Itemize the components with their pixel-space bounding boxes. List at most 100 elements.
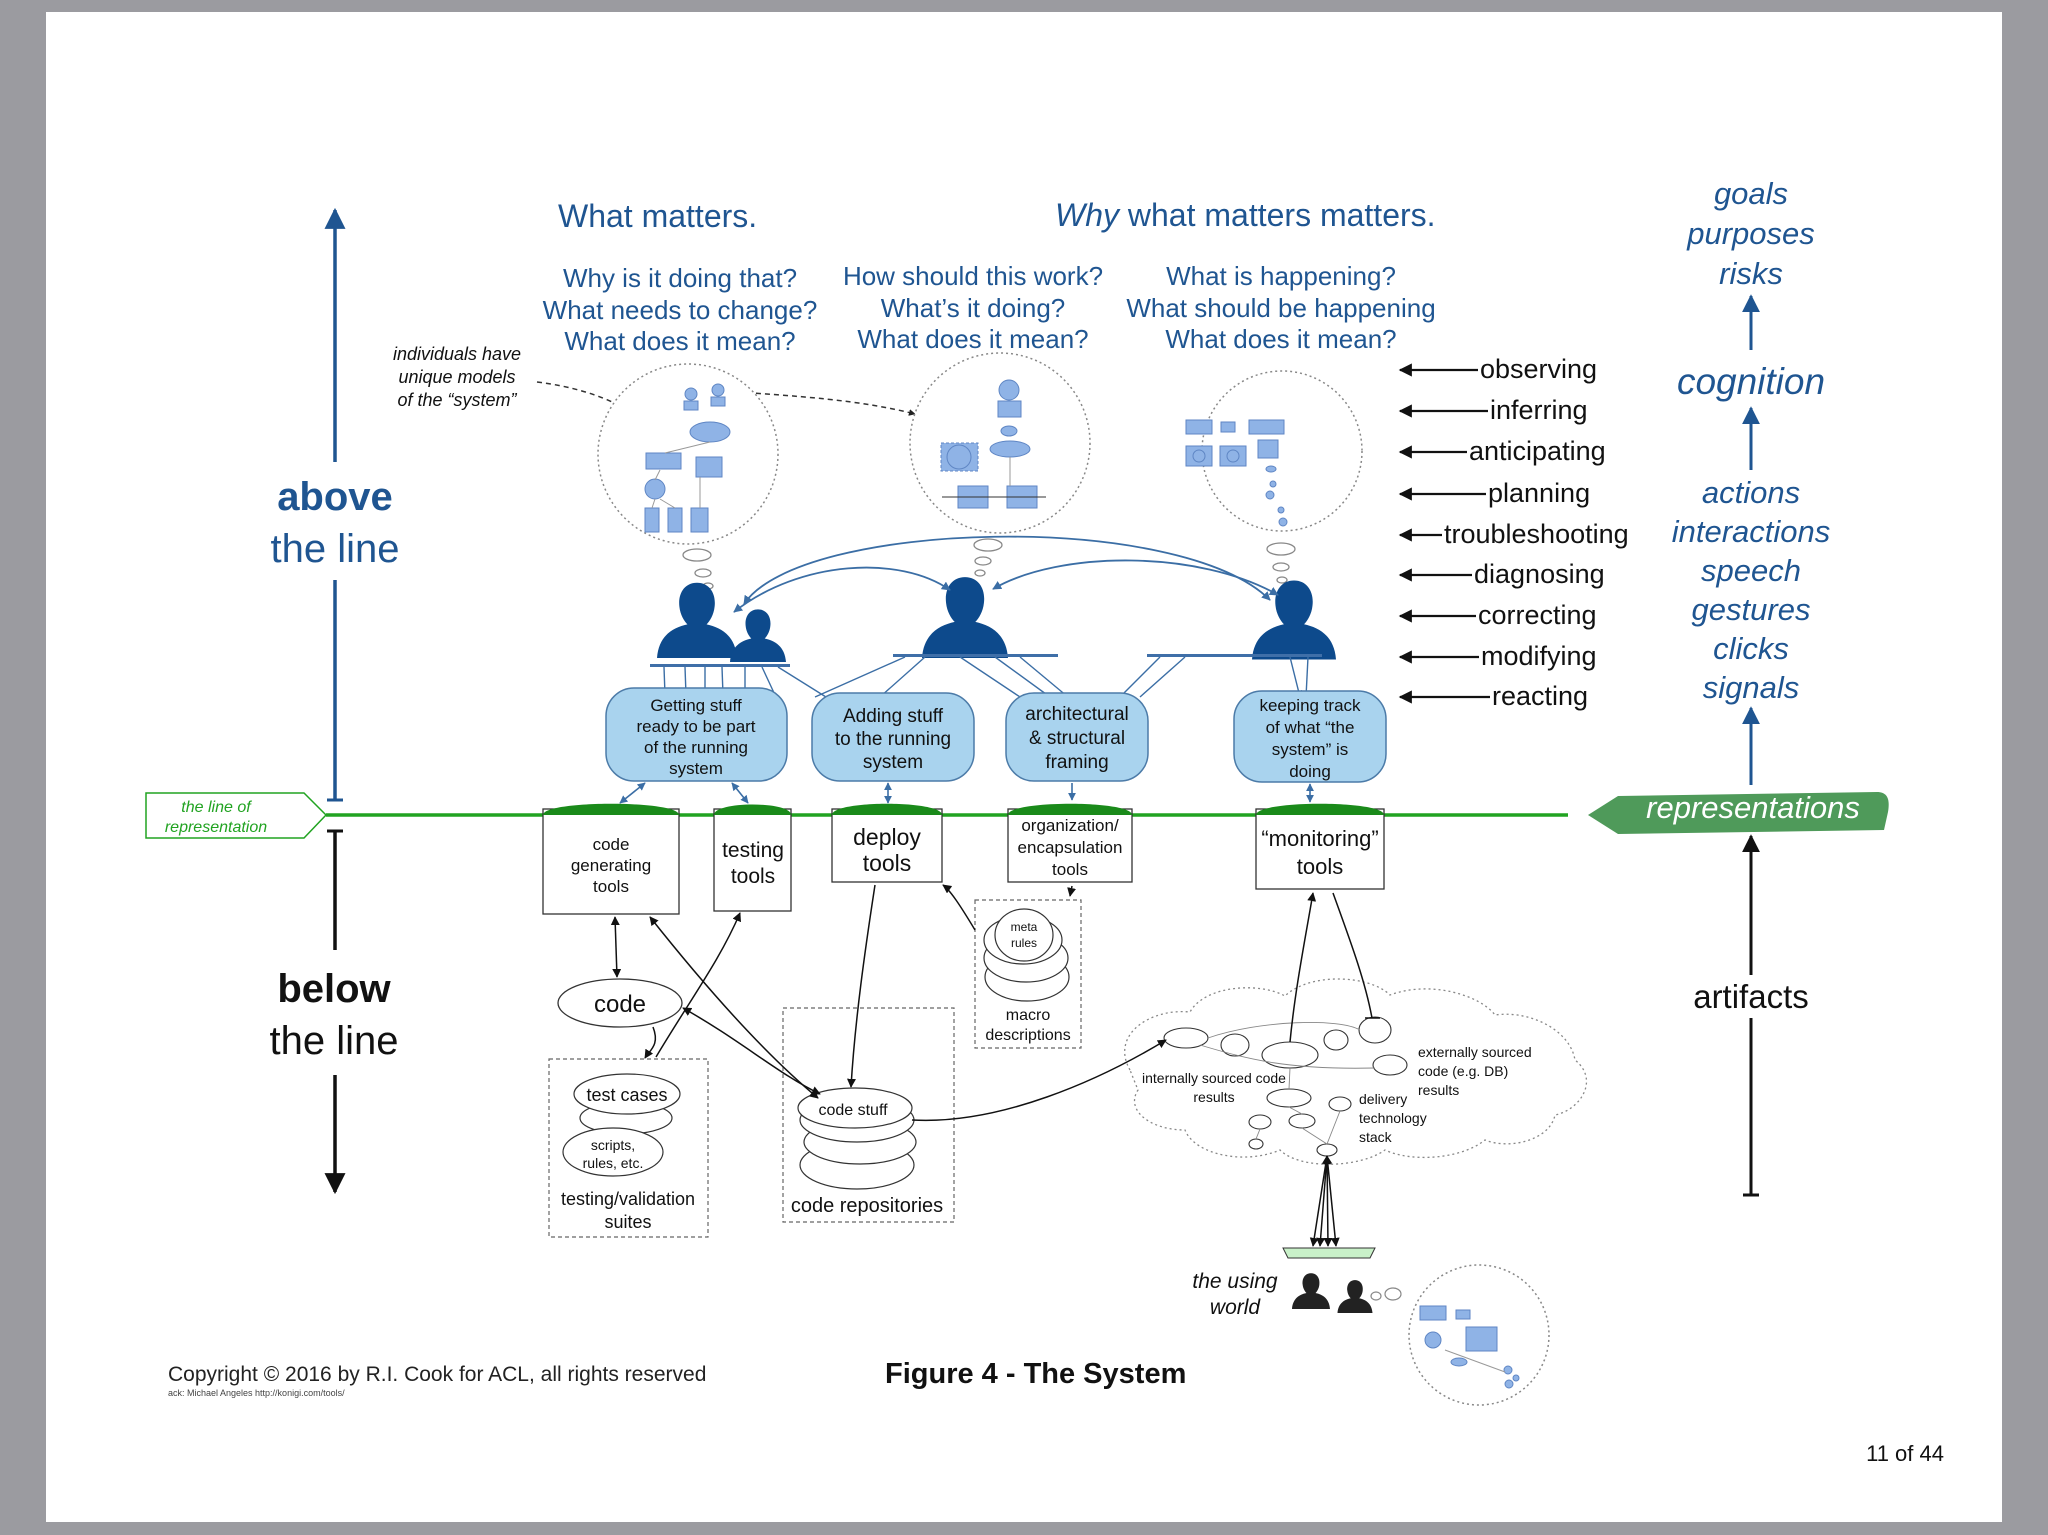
above-the-line-label: the line [271,527,400,571]
box-line: system [669,759,723,778]
individuals-note: individuals have unique models of the “s… [393,344,521,410]
box-line: & structural [1029,728,1125,749]
question-line: What needs to change? [543,295,818,325]
tool-line: deploy [853,824,921,850]
activity-diagnosing: diagnosing [1474,559,1605,589]
scripts-label: rules, etc. [583,1155,644,1171]
box-line: framing [1045,752,1108,773]
figure-title: Figure 4 - The System [885,1358,1186,1390]
above-label: above [277,475,393,519]
execution-cloud [1124,978,1588,1165]
word-clicks: clicks [1713,631,1789,666]
activity-observing: observing [1480,354,1597,384]
activity-modifying: modifying [1481,641,1597,671]
tool-line: tools [1297,854,1343,879]
activity-box-adding-stuff: Adding stuff to the running system [811,692,975,782]
box-line: ready to be part [636,717,755,736]
macro-label: descriptions [985,1027,1070,1044]
box-line: system [863,752,923,773]
question-line: What does it mean? [564,326,795,356]
meta-rules-label: rules [1011,936,1037,950]
word-risks: risks [1719,256,1783,291]
question-line: What’s it doing? [881,293,1066,323]
question-line: What is happening? [1166,261,1396,291]
word-purposes: purposes [1686,216,1815,251]
external-label: code (e.g. DB) [1418,1063,1508,1079]
tool-line: organization/ [1021,816,1119,835]
code-repositories-box [782,1007,955,1223]
execution-nodes [1163,1016,1408,1157]
tool-line: tools [1052,860,1088,879]
question-line: What should be happening [1126,293,1435,323]
user-icon [1292,1273,1330,1309]
tool-deploy: deploy tools [831,803,943,883]
word-representations: representations [1646,790,1860,825]
tool-line: generating [571,856,651,875]
activity-box-architectural-framing: architectural & structural framing [1005,692,1149,782]
note-line: of the “system” [397,390,517,410]
suites-label: testing/validation [561,1189,695,1209]
note-line: individuals have [393,344,521,364]
question-line: What does it mean? [857,324,1088,354]
line-label-text: the line of [181,799,252,816]
code-stuff-label: code stuff [818,1102,888,1119]
mental-model-sketch [940,379,1046,509]
using-world-label: world [1210,1296,1262,1319]
activity-reacting: reacting [1492,681,1588,711]
word-signals: signals [1703,670,1800,705]
box-line: doing [1289,762,1331,781]
box-line: Getting stuff [650,696,742,715]
question-line: How should this work? [843,261,1103,291]
delivery-label: technology [1359,1110,1427,1126]
word-speech: speech [1701,553,1801,588]
word-artifacts: artifacts [1693,978,1809,1015]
tool-organization: organization/ encapsulation tools [1007,803,1133,883]
acknowledgement: ack: Michael Angeles http://konigi.com/t… [168,1388,345,1398]
box-line: of what “the [1266,718,1355,737]
heading-why-word: Why [1055,197,1121,233]
delivery-label: delivery [1359,1091,1407,1107]
heading-why-rest: what matters matters. [1119,197,1436,233]
user-thought-bubble [1370,1264,1550,1406]
external-label: externally sourced [1418,1044,1532,1060]
word-actions: actions [1702,475,1800,510]
person-icon [730,609,786,662]
question-column-1: Why is it doing that? What needs to chan… [543,263,818,356]
mental-model-sketch [644,383,731,533]
box-line: of the running [644,738,748,757]
thought-bubble-1 [597,363,779,590]
question-column-3: What is happening? What should be happen… [1126,261,1435,354]
word-goals: goals [1714,176,1788,211]
mental-model-sketch [1185,419,1288,527]
tool-line: tools [863,850,912,876]
interaction-arcs [733,535,1279,613]
question-line: What does it mean? [1165,324,1396,354]
code-repositories-label: code repositories [791,1195,943,1217]
code-stuff-disc [797,1087,913,1129]
activity-troubleshooting: troubleshooting [1444,519,1629,549]
activity-inferring: inferring [1490,395,1588,425]
box-line: architectural [1025,704,1129,725]
using-world-platform [1282,1247,1376,1259]
user-icon [1337,1280,1373,1313]
activity-box-getting-stuff-ready: Getting stuff ready to be part of the ru… [605,687,788,782]
scripts-label: scripts, [591,1137,635,1153]
activity-box-keeping-track: keeping track of what “the system” is do… [1233,690,1387,783]
note-line: unique models [398,367,515,387]
note-pointer-1 [536,381,621,407]
meta-rules-label: meta [1011,920,1038,934]
tool-monitoring: “monitoring” tools [1255,803,1385,890]
person-icon [922,577,1008,658]
below-line-arrows [610,884,1380,1247]
box-line: system” is [1272,740,1349,759]
word-gestures: gestures [1692,592,1811,627]
line-label-tag [145,792,328,839]
tool-line: “monitoring” [1261,826,1378,851]
activity-correcting: correcting [1478,600,1597,630]
question-line: Why is it doing that? [563,263,797,293]
line-label-text: representation [165,819,267,836]
question-column-2: How should this work? What’s it doing? W… [843,261,1103,354]
tool-line: tools [593,877,629,896]
below-the-line-label: the line [270,1019,399,1063]
delivery-label: stack [1359,1129,1393,1145]
